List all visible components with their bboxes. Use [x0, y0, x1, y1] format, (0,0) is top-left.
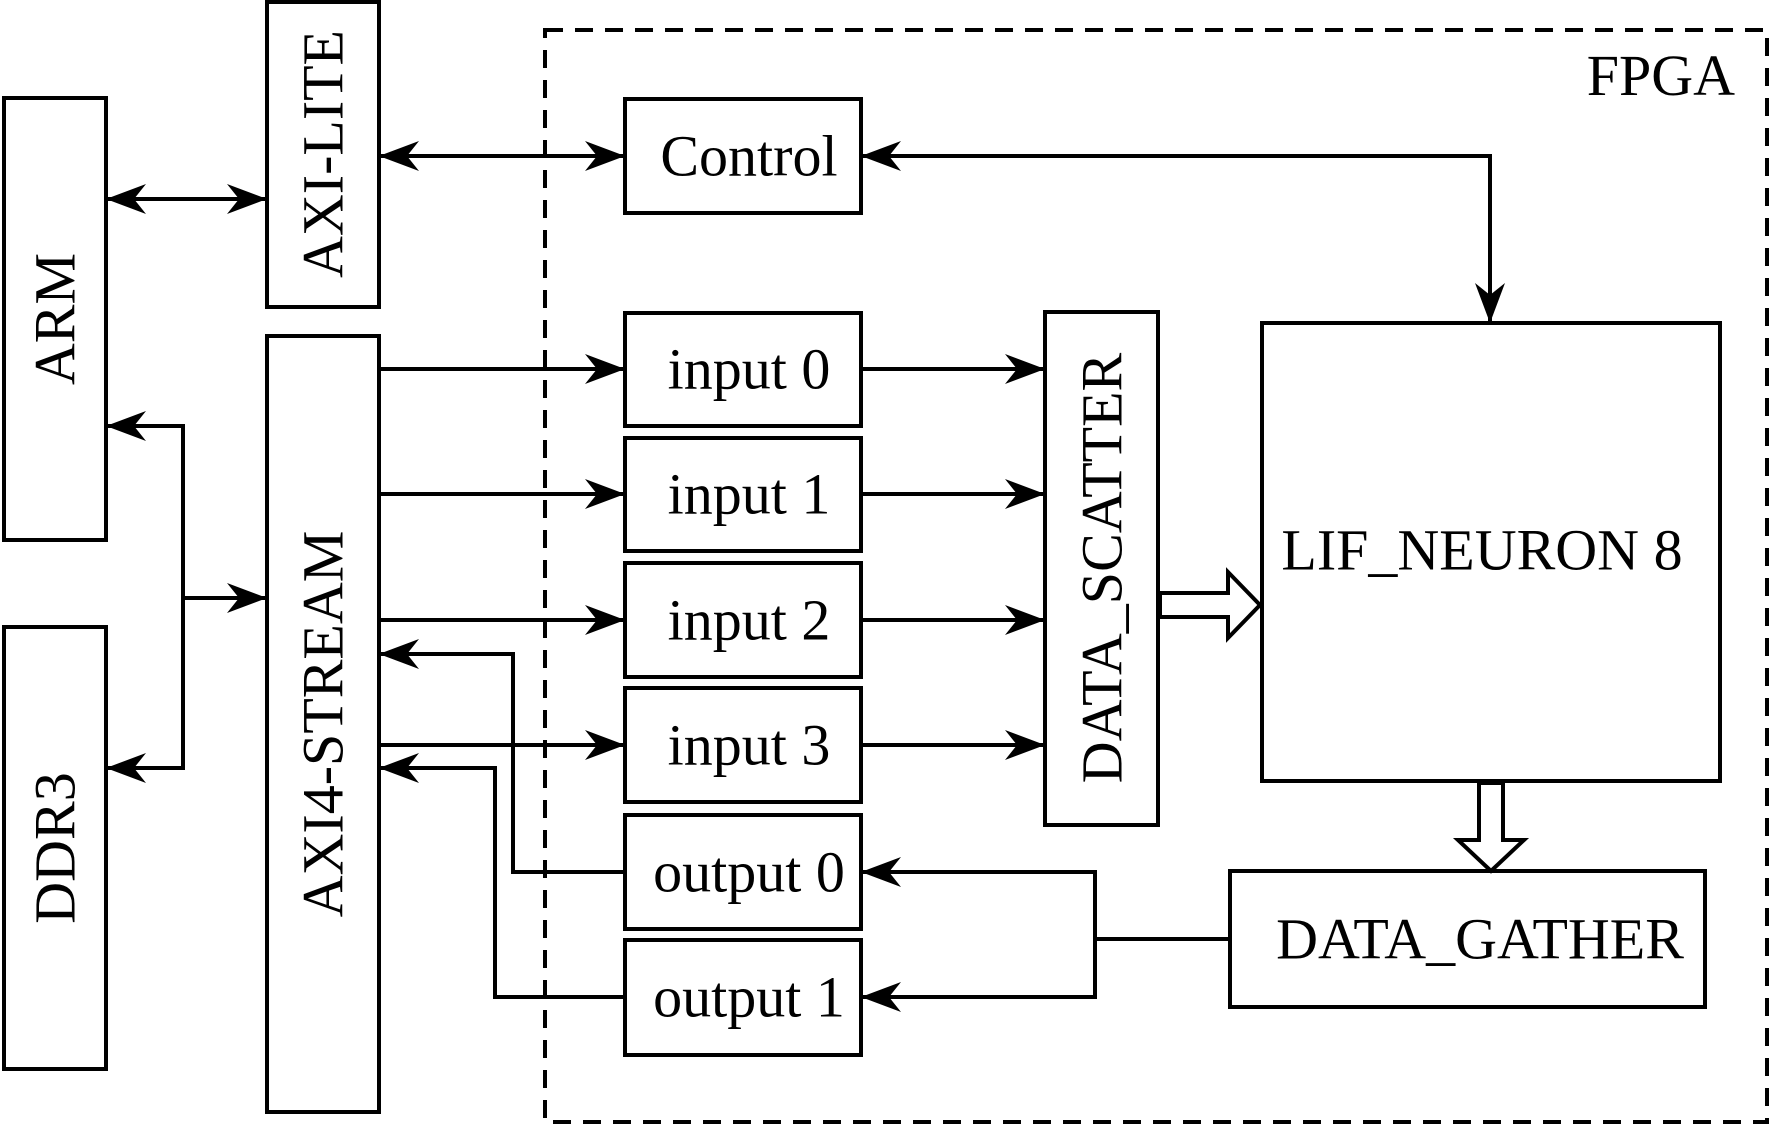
bus-ddr3-arrow: [106, 598, 185, 783]
data-gather-label: DATA_GATHER: [1276, 907, 1684, 972]
arm-block: ARM: [2, 96, 108, 542]
control-label: Control: [660, 124, 837, 189]
ddr3-label: DDR3: [23, 772, 88, 923]
axi4-stream-label: AXI4-STREAM: [291, 531, 356, 918]
input-0-block: input 0: [623, 311, 863, 428]
lif-neuron-block: LIF_NEURON 8: [1260, 321, 1722, 783]
output-1-block: output 1: [623, 938, 863, 1057]
bus-arm-arrow: [106, 411, 185, 598]
output0-stream-arrow: [379, 639, 623, 874]
fpga-boundary: [543, 28, 1769, 1124]
control-lif-arrow: [861, 141, 1505, 323]
lif-gather-hollow-arrow: [1452, 781, 1530, 874]
fpga-label: FPGA: [1587, 43, 1735, 108]
gather-output1-arrow: [861, 939, 1097, 1012]
gather-output0-arrow: [861, 857, 1097, 939]
axi-lite-block: AXI-LITE: [265, 0, 381, 309]
axi4-stream-block: AXI4-STREAM: [265, 334, 381, 1114]
input-1-label: input 1: [668, 462, 831, 527]
input-3-block: input 3: [623, 686, 863, 804]
input-2-block: input 2: [623, 561, 863, 679]
lif-neuron-label: LIF_NEURON 8: [1281, 518, 1682, 583]
control-block: Control: [623, 97, 863, 215]
data-scatter-label: DATA_SCATTER: [1070, 352, 1135, 783]
output-0-block: output 0: [623, 813, 863, 931]
input-1-block: input 1: [623, 436, 863, 553]
output-0-label: output 0: [653, 840, 845, 905]
arm-label: ARM: [23, 253, 88, 385]
output1-stream-arrow: [379, 753, 623, 999]
input-3-label: input 3: [668, 713, 831, 778]
input-0-label: input 0: [668, 337, 831, 402]
ddr3-block: DDR3: [2, 625, 108, 1071]
axi-lite-label: AXI-LITE: [291, 30, 356, 278]
output-1-label: output 1: [653, 965, 845, 1030]
input-2-label: input 2: [668, 588, 831, 653]
data-scatter-block: DATA_SCATTER: [1043, 310, 1160, 827]
scatter-lif-hollow-arrow: [1158, 567, 1263, 643]
data-gather-block: DATA_GATHER: [1228, 869, 1707, 1009]
